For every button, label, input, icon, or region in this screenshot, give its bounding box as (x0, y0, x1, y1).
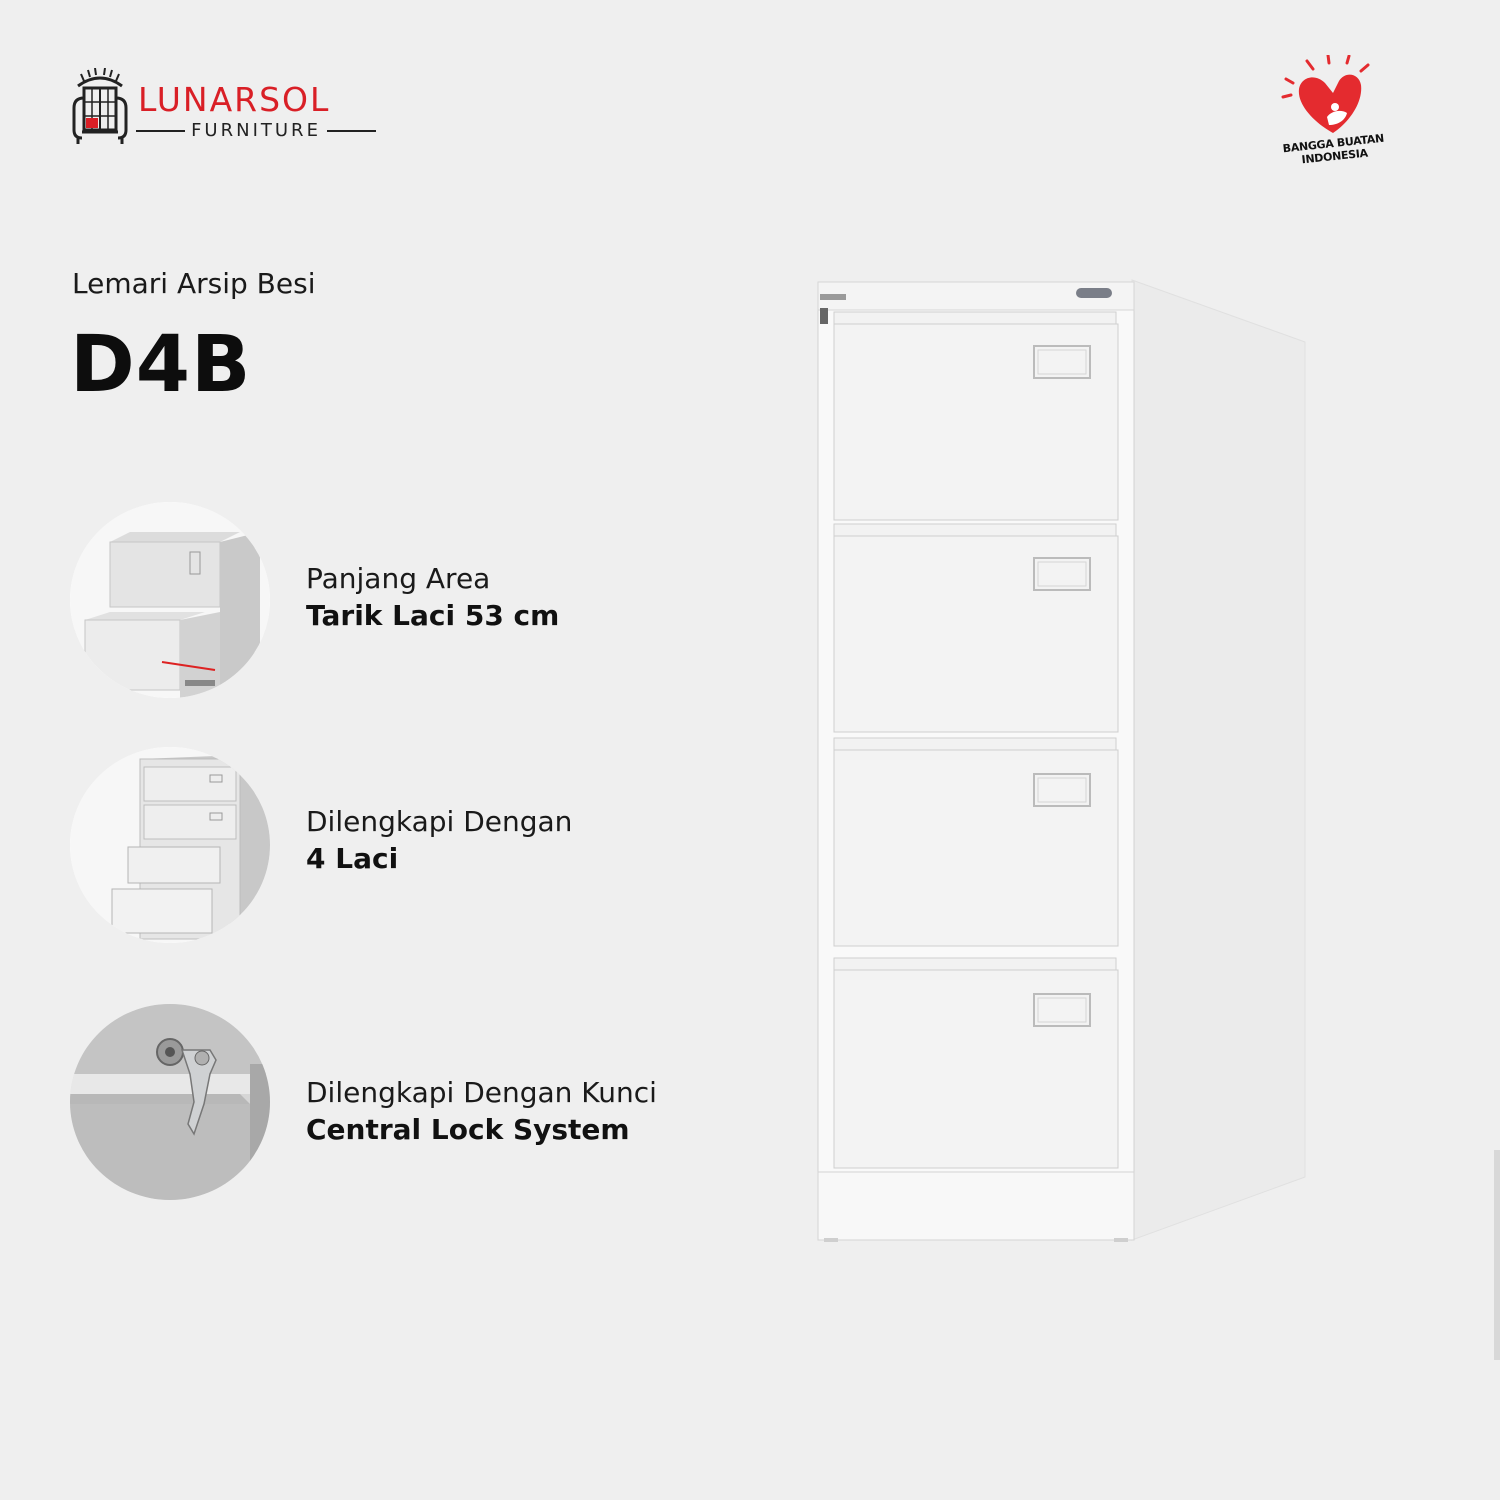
feature-text: Dilengkapi Dengan 4 Laci (306, 803, 572, 877)
drawer-pull-thumbnail (70, 502, 270, 698)
brand-logo: LUNARSOL FURNITURE (70, 68, 380, 148)
feature-item-four-drawers: Dilengkapi Dengan 4 Laci (70, 747, 710, 947)
brand-subtitle: FURNITURE (136, 120, 377, 142)
filing-cabinet-image (817, 279, 1306, 1242)
feature-line2: Central Lock System (306, 1113, 630, 1146)
bangga-buatan-indonesia-badge: BANGGA BUATAN INDONESIA (1275, 55, 1390, 175)
armchair-window-logo-icon (72, 68, 128, 144)
feature-line2: 4 Laci (306, 842, 399, 875)
feature-line1: Dilengkapi Dengan Kunci (306, 1076, 657, 1109)
feature-item-central-lock: Dilengkapi Dengan Kunci Central Lock Sys… (70, 1004, 710, 1204)
feature-text: Dilengkapi Dengan Kunci Central Lock Sys… (306, 1074, 657, 1148)
divider (326, 130, 377, 132)
edge-strip (1494, 1150, 1500, 1360)
feature-line1: Dilengkapi Dengan (306, 805, 573, 838)
heart-badge-icon (1281, 55, 1370, 133)
feature-text: Panjang Area Tarik Laci 53 cm (306, 560, 559, 634)
feature-item-drawer-length: Panjang Area Tarik Laci 53 cm (70, 502, 710, 702)
key-lock-thumbnail (70, 1004, 270, 1200)
brand-name: LUNARSOL (138, 80, 331, 119)
feature-line2: Tarik Laci 53 cm (306, 599, 560, 632)
divider (136, 130, 186, 132)
four-drawers-thumbnail (70, 747, 270, 943)
product-subtitle: Lemari Arsip Besi (72, 267, 316, 300)
feature-line1: Panjang Area (306, 562, 491, 595)
brand-sub-text: FURNITURE (191, 120, 321, 141)
product-title: D4B (70, 320, 252, 410)
